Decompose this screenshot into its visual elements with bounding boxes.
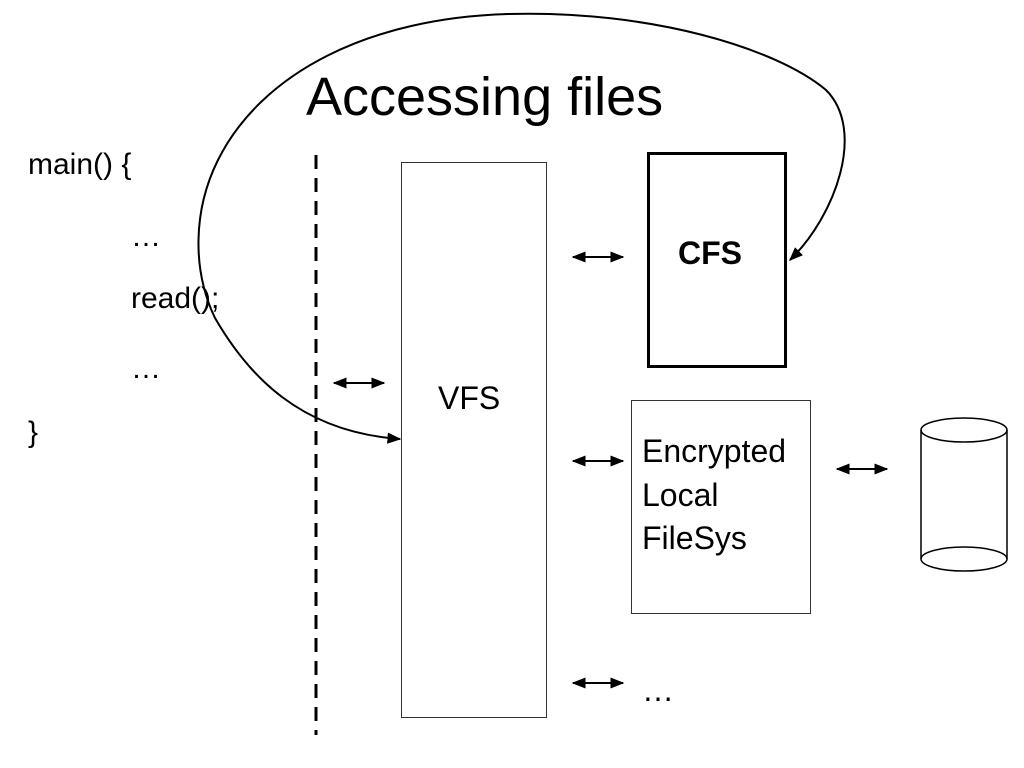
- code-line-ellipsis-1: …: [131, 220, 161, 253]
- code-line-close-brace: }: [28, 416, 39, 449]
- code-line-main: main() {: [28, 148, 132, 181]
- call-flow-curve: [197, 12, 846, 444]
- code-line-ellipsis-2: …: [131, 352, 161, 385]
- disk-cylinder-icon: [920, 417, 1008, 572]
- more-filesystems-ellipsis: …: [642, 672, 674, 708]
- slide-title: Accessing files: [306, 67, 664, 127]
